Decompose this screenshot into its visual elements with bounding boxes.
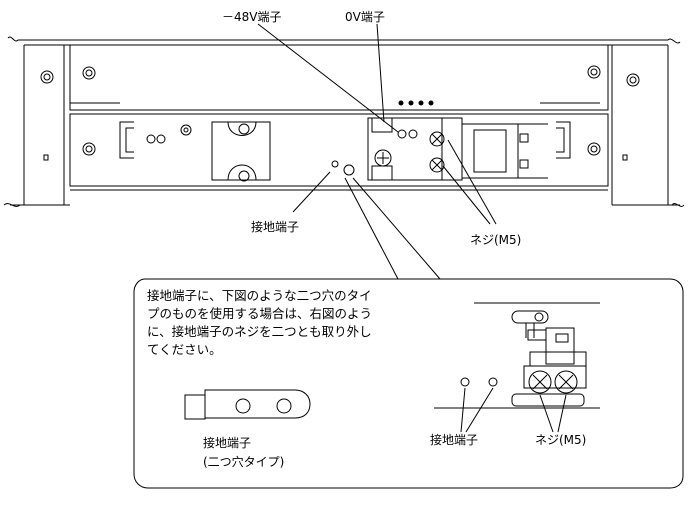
callout-box [133, 278, 684, 489]
label-ground-terminal: 接地端子 [251, 219, 299, 234]
label-screw-m5: ネジ(M5) [470, 233, 521, 247]
two-hole-lug [184, 389, 311, 420]
detail-label-screw-m5: ネジ(M5) [535, 433, 586, 447]
label-minus48v-terminal: －48V端子 [222, 10, 281, 24]
chassis [3, 23, 685, 280]
detail-view [434, 302, 600, 433]
lug-caption-line2: (二つ穴タイプ) [203, 454, 284, 469]
instruction-note: 接地端子に、下図のような二つ穴のタイプのものを使用する場合は、右図のように、接地… [147, 288, 373, 357]
lug-caption-line1: 接地端子 [203, 435, 251, 450]
label-0v-terminal: 0V端子 [345, 10, 385, 24]
detail-label-ground-terminal: 接地端子 [430, 432, 478, 447]
